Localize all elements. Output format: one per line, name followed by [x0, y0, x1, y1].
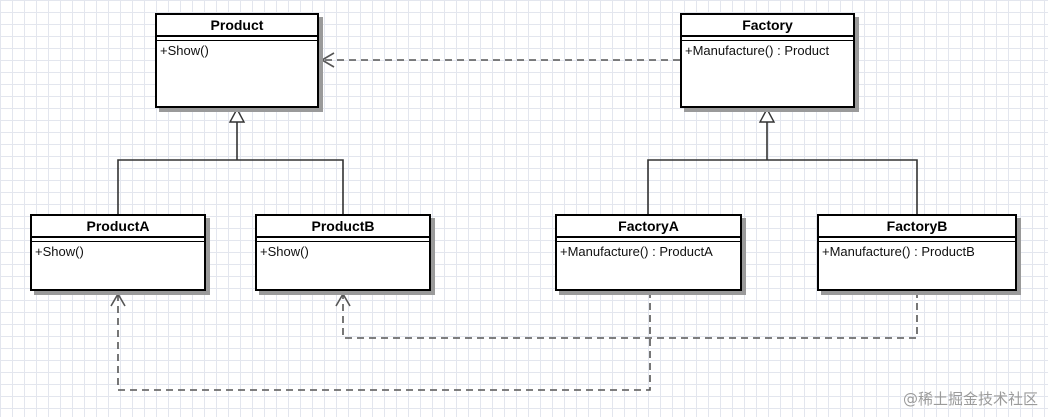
attributes-section [257, 238, 429, 242]
class-factoryA[interactable]: FactoryA +Manufacture() : ProductA [555, 214, 742, 291]
class-name-productB: ProductB [257, 216, 429, 238]
generalization-factoryA [647, 159, 767, 214]
class-name-factoryA: FactoryA [557, 216, 740, 238]
operation-show: +Show() [160, 43, 209, 58]
attributes-section [557, 238, 740, 242]
generalization-productA [117, 159, 237, 214]
dependency-arrowhead-productA [110, 292, 126, 307]
class-name-productA: ProductA [32, 216, 204, 238]
class-productA[interactable]: ProductA +Show() [30, 214, 206, 291]
operation-manufacture: +Manufacture() : ProductA [560, 244, 713, 259]
generalization-productB [237, 159, 344, 214]
attributes-section [32, 238, 204, 242]
generalization-triangle-product [228, 107, 246, 123]
class-factoryB[interactable]: FactoryB +Manufacture() : ProductB [817, 214, 1017, 291]
operation-manufacture: +Manufacture() : Product [685, 43, 830, 58]
class-factory[interactable]: Factory +Manufacture() : Product [680, 13, 855, 108]
generalization-triangle-factory [758, 107, 776, 123]
class-name-product: Product [157, 15, 317, 37]
attributes-section [157, 37, 317, 41]
dependency-factoryA-productA [117, 291, 651, 391]
dependency-arrowhead-product [320, 52, 335, 68]
operation-show: +Show() [260, 244, 309, 259]
dependency-factoryB-productB [342, 291, 918, 339]
watermark-label: @稀土掘金技术社区 [902, 390, 1038, 408]
generalization-factoryB [767, 159, 918, 214]
dependency-arrowhead-productB [335, 292, 351, 307]
attributes-section [682, 37, 853, 41]
class-productB[interactable]: ProductB +Show() [255, 214, 431, 291]
class-name-factoryB: FactoryB [819, 216, 1015, 238]
operation-manufacture: +Manufacture() : ProductB [822, 244, 975, 259]
class-product[interactable]: Product +Show() [155, 13, 319, 108]
attributes-section [819, 238, 1015, 242]
class-name-factory: Factory [682, 15, 853, 37]
operation-show: +Show() [35, 244, 84, 259]
